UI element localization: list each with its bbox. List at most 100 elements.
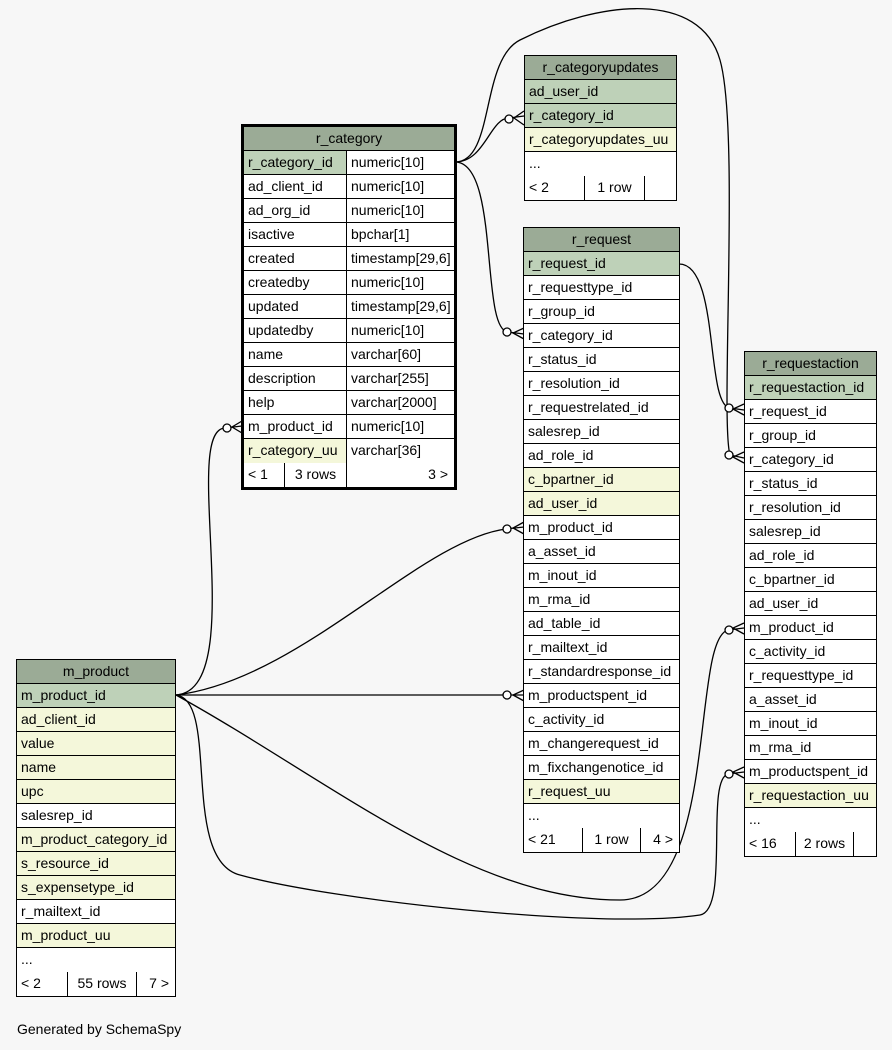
column-row[interactable]: r_request_id bbox=[524, 252, 679, 276]
column-row[interactable]: r_mailtext_id bbox=[17, 900, 175, 924]
column-name: r_standardresponse_id bbox=[528, 663, 672, 679]
column-row[interactable]: ad_role_id bbox=[524, 444, 679, 468]
column-row[interactable]: m_rma_id bbox=[524, 588, 679, 612]
column-row[interactable]: m_productspent_id bbox=[745, 760, 876, 784]
column-row[interactable]: ad_user_id bbox=[525, 80, 676, 104]
edge-crowfoot bbox=[511, 521, 525, 535]
column-row[interactable]: a_asset_id bbox=[745, 688, 876, 712]
children-count[interactable]: 7 > bbox=[136, 972, 175, 996]
column-row[interactable]: salesrep_id bbox=[524, 420, 679, 444]
table-header[interactable]: r_categoryupdates bbox=[525, 56, 676, 80]
children-count[interactable]: 3 > bbox=[346, 463, 454, 487]
column-name: m_fixchangenotice_id bbox=[528, 759, 664, 775]
edge-end-circle bbox=[724, 769, 734, 779]
column-name: r_mailtext_id bbox=[528, 639, 608, 655]
column-row[interactable]: ... bbox=[745, 808, 876, 832]
column-row[interactable]: m_product_id bbox=[745, 616, 876, 640]
column-row[interactable]: m_fixchangenotice_id bbox=[524, 756, 679, 780]
column-row[interactable]: m_product_uu bbox=[17, 924, 175, 948]
column-row[interactable]: ad_role_id bbox=[745, 544, 876, 568]
column-row[interactable]: ad_user_id bbox=[745, 592, 876, 616]
column-row[interactable]: c_bpartner_id bbox=[745, 568, 876, 592]
column-row[interactable]: m_productspent_id bbox=[524, 684, 679, 708]
column-row[interactable]: r_categoryupdates_uu bbox=[525, 128, 676, 152]
column-type: bpchar[1] bbox=[346, 223, 454, 246]
column-row[interactable]: salesrep_id bbox=[745, 520, 876, 544]
parents-count[interactable]: < 2 bbox=[21, 975, 41, 991]
column-row[interactable]: ad_table_id bbox=[524, 612, 679, 636]
column-row[interactable]: value bbox=[17, 732, 175, 756]
column-row[interactable]: m_product_category_id bbox=[17, 828, 175, 852]
column-row[interactable]: r_category_id bbox=[525, 104, 676, 128]
table-header[interactable]: r_category bbox=[244, 127, 454, 151]
column-row[interactable]: ... bbox=[17, 948, 175, 972]
column-row[interactable]: r_status_id bbox=[745, 472, 876, 496]
parents-count[interactable]: < 16 bbox=[749, 835, 777, 851]
column-row[interactable]: m_changerequest_id bbox=[524, 732, 679, 756]
column-row[interactable]: s_expensetype_id bbox=[17, 876, 175, 900]
column-row[interactable]: r_requestaction_id bbox=[745, 376, 876, 400]
column-row[interactable]: r_requestrelated_id bbox=[524, 396, 679, 420]
column-row[interactable]: r_request_uu bbox=[524, 780, 679, 804]
column-row[interactable]: ad_user_id bbox=[524, 492, 679, 516]
column-name: m_rma_id bbox=[528, 591, 591, 607]
column-row[interactable]: r_category_id bbox=[745, 448, 876, 472]
table-header[interactable]: r_request bbox=[524, 228, 679, 252]
column-row[interactable]: ad_client_id bbox=[17, 708, 175, 732]
parents-count[interactable]: < 21 bbox=[528, 831, 556, 847]
column-row[interactable]: ... bbox=[524, 804, 679, 828]
column-row[interactable]: a_asset_id bbox=[524, 540, 679, 564]
column-name: ad_user_id bbox=[528, 495, 598, 511]
column-row[interactable]: r_request_id bbox=[745, 400, 876, 424]
table-header[interactable]: m_product bbox=[17, 660, 175, 684]
column-row[interactable]: r_resolution_id bbox=[745, 496, 876, 520]
column-row[interactable]: r_status_id bbox=[524, 348, 679, 372]
column-row[interactable]: r_resolution_id bbox=[524, 372, 679, 396]
column-row[interactable]: r_requesttype_id bbox=[745, 664, 876, 688]
column-row[interactable]: r_group_id bbox=[745, 424, 876, 448]
column-row[interactable]: m_inout_id bbox=[745, 712, 876, 736]
column-row[interactable]: m_product_id bbox=[17, 684, 175, 708]
column-row[interactable]: m_rma_id bbox=[745, 736, 876, 760]
parents-count[interactable]: < 1 bbox=[248, 466, 268, 482]
column-row[interactable]: c_bpartner_id bbox=[524, 468, 679, 492]
column-row[interactable]: r_requestaction_uu bbox=[745, 784, 876, 808]
column-row[interactable]: r_group_id bbox=[524, 300, 679, 324]
children-count[interactable]: 4 > bbox=[640, 828, 679, 852]
column-row[interactable]: c_activity_id bbox=[745, 640, 876, 664]
column-row[interactable]: c_activity_id bbox=[524, 708, 679, 732]
column-row[interactable]: r_mailtext_id bbox=[524, 636, 679, 660]
column-row[interactable]: r_standardresponse_id bbox=[524, 660, 679, 684]
column-row[interactable]: name bbox=[17, 756, 175, 780]
column-row[interactable]: r_category_id bbox=[524, 324, 679, 348]
column-type: numeric[10] bbox=[346, 415, 454, 438]
column-row[interactable]: salesrep_id bbox=[17, 804, 175, 828]
table-name: r_request bbox=[571, 231, 632, 247]
column-row[interactable]: m_product_id bbox=[524, 516, 679, 540]
column-row[interactable]: upc bbox=[17, 780, 175, 804]
column-row[interactable]: ... bbox=[525, 152, 676, 176]
table-header[interactable]: r_requestaction bbox=[745, 352, 876, 376]
column-row[interactable]: s_resource_id bbox=[17, 852, 175, 876]
parents-count[interactable]: < 2 bbox=[529, 179, 549, 195]
column-row[interactable]: m_inout_id bbox=[524, 564, 679, 588]
column-row[interactable]: r_requesttype_id bbox=[524, 276, 679, 300]
